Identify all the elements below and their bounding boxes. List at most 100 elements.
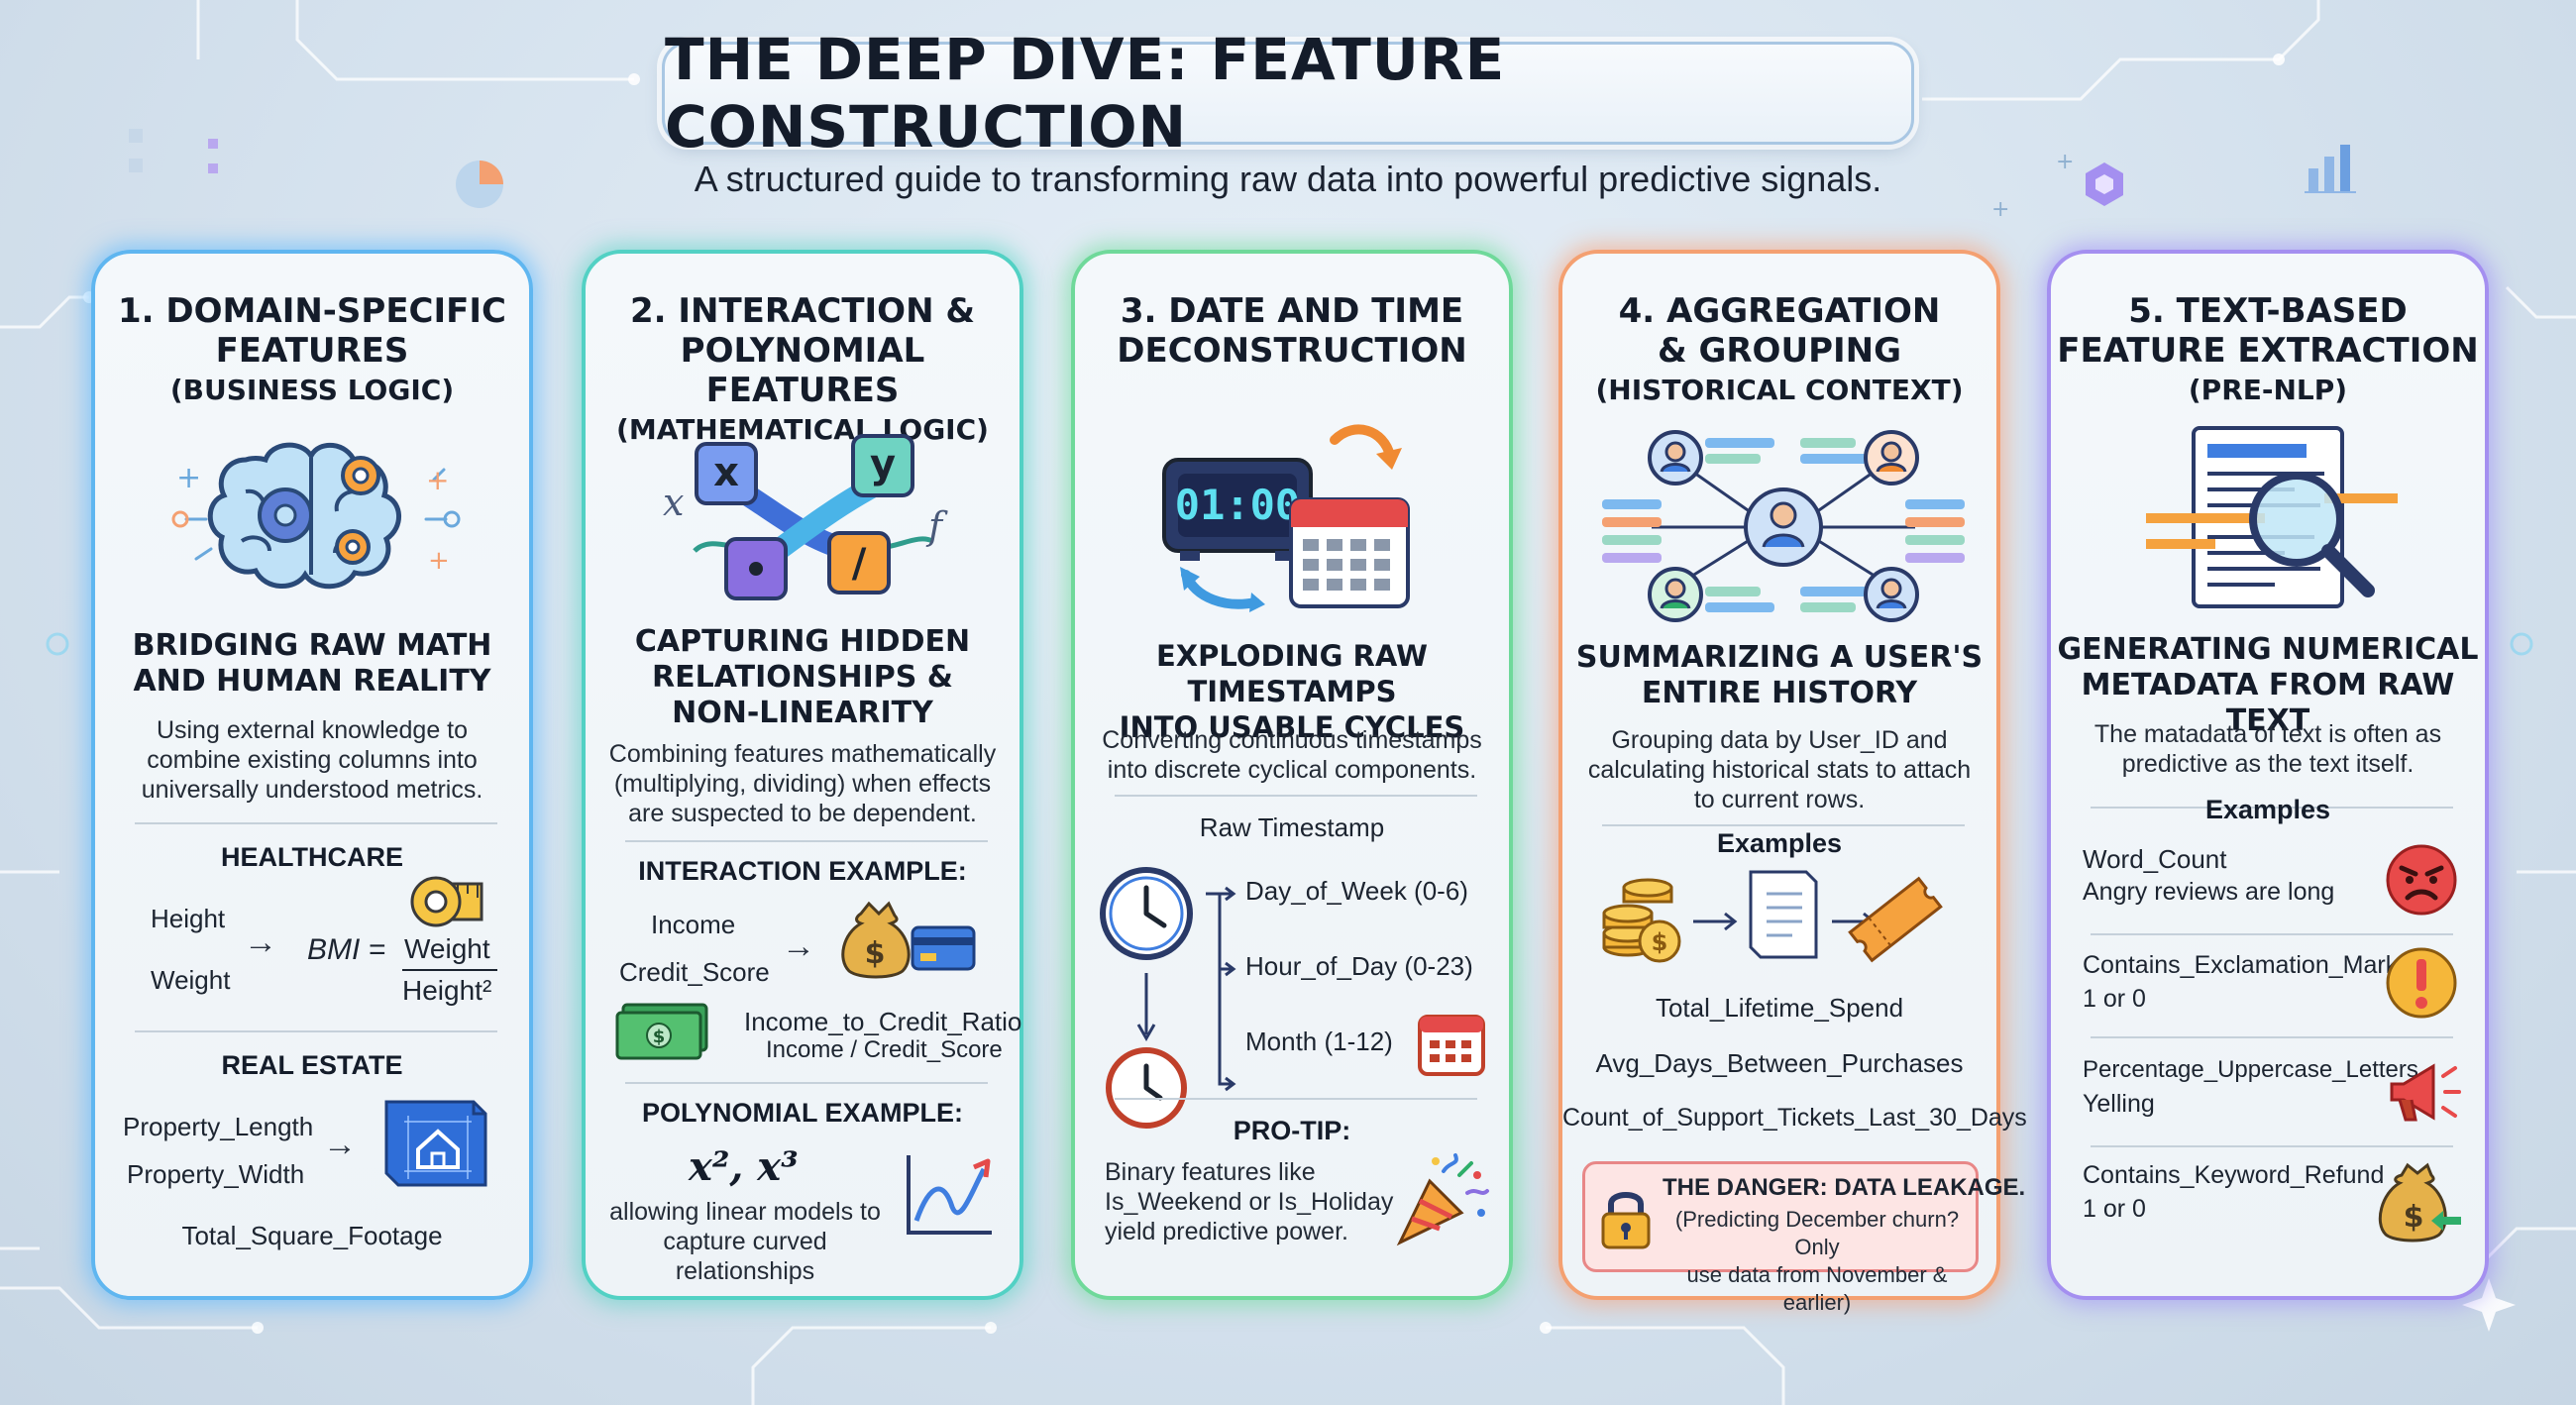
- curve-chart-icon: [907, 1155, 992, 1235]
- card-heading: 1. DOMAIN-SPECIFIC FEATURES (BUSINESS LO…: [118, 291, 506, 406]
- card-tagline: CAPTURING HIDDEN RELATIONSHIPS & NON-LIN…: [634, 624, 971, 730]
- card-heading: 4. AGGREGATION & GROUPING (HISTORICAL CO…: [1595, 291, 1964, 406]
- pro-tip-text: Binary features like Is_Weekend or Is_Ho…: [1105, 1158, 1394, 1245]
- feature-contains-keyword-refund: Contains_Keyword_Refund: [2083, 1161, 2385, 1189]
- document-magnifier-icon: [2146, 426, 2398, 608]
- card-aggregation-grouping: 4. AGGREGATION & GROUPING (HISTORICAL CO…: [1558, 250, 2027, 1315]
- divider: [2091, 933, 2453, 935]
- section-label-interaction: INTERACTION EXAMPLE:: [638, 856, 967, 886]
- card-tagline: GENERATING NUMERICAL METADATA FROM RAW T…: [2057, 632, 2479, 738]
- feature-contains-exclamation-mark: Contains_Exclamation_Mark: [2083, 951, 2399, 979]
- user-network-icon: [1602, 430, 1965, 622]
- divider: [135, 822, 497, 824]
- divider: [1602, 824, 1965, 826]
- ratio-formula: Income / Credit_Score: [766, 1036, 1003, 1063]
- fraction-line: [402, 969, 497, 971]
- card-domain-specific: 1. DOMAIN-SPECIFIC FEATURES (BUSINESS LO…: [91, 250, 533, 1300]
- card-description: The matadata of text is often as predict…: [2093, 720, 2442, 778]
- card-heading: 3. DATE AND TIME DECONSTRUCTION: [1117, 291, 1467, 371]
- card-date-time: 3. DATE AND TIME DECONSTRUCTION 01:00 EX…: [1071, 250, 1513, 1300]
- padlock-icon: [1601, 1192, 1651, 1249]
- divider: [2091, 1145, 2453, 1147]
- feature-hour-of-day: Hour_of_Day (0-23): [1245, 951, 1473, 981]
- card-tagline: BRIDGING RAW MATH AND HUMAN REALITY: [132, 628, 492, 699]
- svg-text:+: +: [176, 461, 201, 495]
- bmi-label: BMI =: [307, 933, 386, 966]
- svg-text:+: +: [2056, 150, 2074, 174]
- section-label-healthcare: HEALTHCARE: [221, 842, 403, 872]
- page-subtitle: A structured guide to transforming raw d…: [694, 159, 1882, 199]
- feature-note: 1 or 0: [2083, 985, 2146, 1013]
- feature-credit-score: Credit_Score: [619, 957, 770, 987]
- pro-tip-label: PRO-TIP:: [1233, 1116, 1351, 1145]
- feature-height: Height: [151, 904, 226, 933]
- feature-word-count: Word_Count: [2083, 844, 2227, 874]
- feature-note: Angry reviews are long: [2083, 878, 2335, 906]
- card-text-feature-extraction: 5. TEXT-BASED FEATURE EXTRACTION (PRE-NL…: [2047, 250, 2489, 1300]
- divider: [2091, 807, 2453, 809]
- arrow-icon: →: [244, 923, 277, 961]
- credit-card-icon: [911, 925, 976, 971]
- svg-text:x: x: [713, 450, 739, 495]
- money-bag-icon: $: [2378, 1162, 2461, 1243]
- page-title: THE DEEP DIVE: FEATURE CONSTRUCTION: [665, 26, 1506, 161]
- card-tagline: SUMMARIZING A USER'S ENTIRE HISTORY: [1575, 640, 1984, 710]
- card-heading: 5. TEXT-BASED FEATURE EXTRACTION (PRE-NL…: [2057, 291, 2479, 406]
- card-heading: 2. INTERACTION & POLYNOMIAL FEATURES (MA…: [616, 291, 989, 446]
- card-interaction-polynomial: 2. INTERACTION & POLYNOMIAL FEATURES (MA…: [582, 250, 1023, 1300]
- user-avatar-icon: [1648, 430, 1919, 622]
- examples-label: Examples: [2204, 795, 2331, 824]
- feature-total-lifetime-spend: Total_Lifetime_Spend: [1655, 993, 1904, 1023]
- svg-text:x: x: [663, 481, 684, 524]
- examples-label: Examples: [1716, 828, 1843, 858]
- svg-text:01:00: 01:00: [1175, 481, 1300, 529]
- arrow-icon: →: [782, 927, 815, 965]
- timestamp-flow-icon: [1100, 867, 1236, 1129]
- divider: [1115, 1098, 1477, 1100]
- feature-weight: Weight: [151, 965, 231, 995]
- feature-note: 1 or 0: [2083, 1195, 2146, 1223]
- money-bag-icon: $: [841, 901, 976, 979]
- svg-text:+: +: [1991, 197, 2009, 222]
- divider: [625, 1082, 988, 1084]
- divider: [135, 1030, 497, 1032]
- svg-text:$: $: [1652, 928, 1668, 956]
- feature-month: Month (1-12): [1245, 1027, 1393, 1056]
- card-description: Combining features mathematically (multi…: [608, 740, 997, 827]
- spend-flow-icon: $: [1602, 870, 1943, 963]
- arrow-icon: →: [323, 1126, 357, 1163]
- calendar-icon: [1418, 1015, 1485, 1076]
- svg-text:f: f: [925, 504, 948, 548]
- feature-count-support-tickets: Count_of_Support_Tickets_Last_30_Days: [1562, 1104, 2027, 1132]
- svg-text:+: +: [426, 464, 449, 496]
- divider: [625, 840, 988, 842]
- svg-text:+: +: [428, 546, 450, 576]
- feature-income-to-credit-ratio: Income_to_Credit_Ratio: [744, 1007, 1022, 1036]
- svg-text:y: y: [870, 442, 896, 487]
- divider: [2091, 1036, 2453, 1038]
- megaphone-icon: [2390, 1063, 2461, 1122]
- feature-avg-days-between-purchases: Avg_Days_Between_Purchases: [1595, 1048, 1964, 1078]
- feature-property-width: Property_Width: [127, 1159, 305, 1189]
- card-tagline: EXPLODING RAW TIMESTAMPS INTO USABLE CYC…: [1119, 639, 1465, 744]
- party-popper-icon: [1396, 1153, 1489, 1246]
- raw-timestamp-label: Raw Timestamp: [1199, 812, 1385, 842]
- section-label-real-estate: REAL ESTATE: [221, 1050, 403, 1080]
- brain-gears-icon: + + +: [171, 442, 461, 590]
- feature-day-of-week: Day_of_Week (0-6): [1245, 876, 1468, 906]
- section-label-polynomial: POLYNOMIAL EXAMPLE:: [641, 1098, 964, 1128]
- math-variables-icon: x y / x f: [663, 434, 948, 600]
- danger-description: (Predicting December churn? Only use dat…: [1674, 1207, 1960, 1315]
- feature-income: Income: [651, 910, 736, 939]
- svg-text:$: $: [2404, 1200, 2424, 1235]
- svg-text:/: /: [852, 541, 867, 587]
- card-description: Grouping data by User_ID and calculating…: [1587, 726, 1972, 813]
- danger-title: THE DANGER: DATA LEAKAGE.: [1663, 1174, 2026, 1201]
- measuring-tape-icon: [410, 876, 483, 927]
- title-banner: THE DEEP DIVE: FEATURE CONSTRUCTION: [662, 26, 1914, 161]
- polynomial-formula: x², x³: [689, 1143, 799, 1190]
- feature-total-square-footage: Total_Square_Footage: [181, 1221, 443, 1250]
- svg-text:$: $: [865, 936, 886, 971]
- exclamation-icon: [2386, 947, 2457, 1019]
